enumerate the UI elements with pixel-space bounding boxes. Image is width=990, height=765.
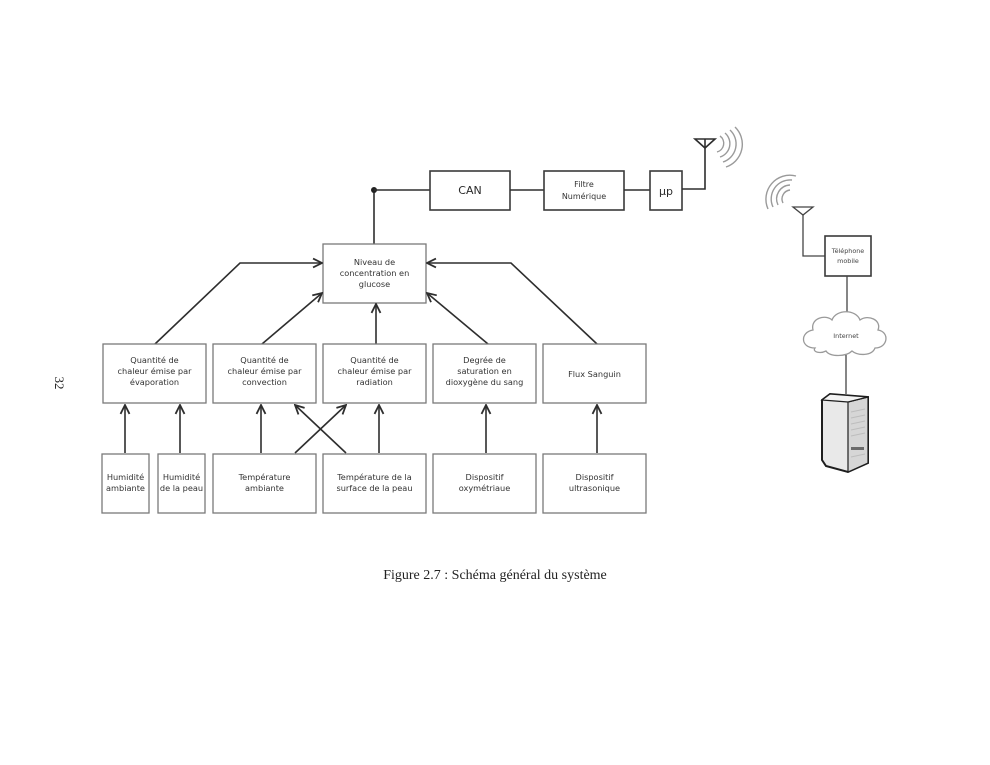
blood-flow-block: Flux Sanguin	[542, 343, 647, 404]
humidite-peau-block: Humidité de la peau	[157, 453, 206, 514]
microprocessor-block: μp	[649, 170, 683, 211]
radio-waves-icon	[765, 174, 797, 210]
glucose-level-block: Niveau de concentration en glucose	[322, 243, 427, 304]
arrow-temperature-surface-to-convection	[295, 405, 347, 454]
temperature-surface-line1: Température de la	[336, 472, 412, 482]
internet-label: Internet	[833, 332, 859, 340]
page-number: 32	[52, 376, 67, 390]
arrow-saturation-to-glucose	[427, 293, 489, 345]
radiation-block: Quantité de chaleur émise par radiation	[322, 343, 427, 404]
temperature-ambiante-block: Température ambiante	[212, 453, 317, 514]
signal-chain: CAN Filtre Numérique μp	[371, 126, 744, 244]
mobile-phone-block: Téléphone mobile	[824, 235, 872, 277]
sensor-arrows	[125, 405, 597, 454]
inputs-to-glucose	[154, 263, 598, 345]
humidite-peau-line1: Humidité	[163, 472, 200, 482]
saturation-label-line1: Degrée de	[463, 355, 506, 365]
blood-flow-label: Flux Sanguin	[568, 369, 621, 379]
radiation-label-line2: chaleur émise par	[338, 366, 413, 376]
radio-waves-icon	[716, 126, 744, 168]
convection-block: Quantité de chaleur émise par convection	[212, 343, 317, 404]
figure-caption: Figure 2.7 : Schéma général du système	[383, 568, 607, 583]
glucose-label-line3: glucose	[359, 279, 390, 289]
ultrasonique-line2: ultrasonique	[569, 483, 620, 493]
ultrasonique-block: Dispositif ultrasonique	[542, 453, 647, 514]
cloud-icon: Internet	[802, 311, 887, 357]
microprocessor-label: μp	[659, 185, 673, 198]
oxymetrique-line2: oxymétriaue	[459, 483, 511, 493]
bottom-row: Humidité ambiante Humidité de la peau Te…	[101, 453, 647, 514]
humidite-ambiante-block: Humidité ambiante	[101, 453, 150, 514]
convection-label-line3: convection	[242, 377, 287, 387]
glucose-label-line1: Niveau de	[354, 257, 395, 267]
evaporation-label-line2: chaleur émise par	[118, 366, 193, 376]
oxygen-saturation-block: Degrée de saturation en dioxygène du san…	[432, 343, 537, 404]
saturation-label-line2: saturation en	[457, 366, 512, 376]
temperature-ambiante-line2: ambiante	[245, 483, 284, 493]
arrow-convection-to-glucose	[261, 293, 322, 345]
remote-side: Téléphone mobile Internet	[765, 174, 887, 474]
phone-label-line1: Téléphone	[831, 247, 865, 255]
glucose-label-line2: concentration en	[340, 268, 410, 278]
middle-row: Quantité de chaleur émise par évaporatio…	[102, 343, 647, 404]
antenna-icon	[692, 138, 718, 150]
temperature-ambiante-line1: Température	[238, 472, 291, 482]
humidite-ambiante-line2: ambiante	[106, 483, 145, 493]
temperature-surface-line2: surface de la peau	[336, 483, 412, 493]
ultrasonique-line1: Dispositif	[576, 472, 615, 482]
evaporation-block: Quantité de chaleur émise par évaporatio…	[102, 343, 207, 404]
connector-antenna-to-phone	[802, 214, 825, 257]
convection-label-line2: chaleur émise par	[228, 366, 303, 376]
evaporation-label-line3: évaporation	[130, 377, 179, 387]
digital-filter-block: Filtre Numérique	[543, 170, 625, 211]
arrow-evaporation-to-glucose	[154, 263, 322, 345]
filter-label-line2: Numérique	[562, 191, 606, 201]
can-block: CAN	[429, 170, 511, 211]
filter-label-line1: Filtre	[574, 180, 594, 189]
can-label: CAN	[458, 184, 481, 197]
radiation-label-line1: Quantité de	[350, 355, 398, 365]
convection-label-line1: Quantité de	[240, 355, 288, 365]
oxymetrique-line1: Dispositif	[466, 472, 505, 482]
server-tower-icon	[820, 392, 869, 474]
evaporation-label-line1: Quantité de	[130, 355, 178, 365]
phone-label-line2: mobile	[837, 257, 859, 265]
antenna-icon	[791, 206, 815, 216]
oxymetrique-block: Dispositif oxymétriaue	[432, 453, 537, 514]
arrow-flux-to-glucose	[427, 263, 598, 345]
connector-micro-to-antenna	[682, 147, 706, 190]
temperature-surface-block: Température de la surface de la peau	[322, 453, 427, 514]
humidite-peau-line2: de la peau	[160, 483, 203, 493]
saturation-label-line3: dioxygène du sang	[446, 377, 524, 387]
humidite-ambiante-line1: Humidité	[107, 472, 144, 482]
radiation-label-line3: radiation	[356, 377, 393, 387]
